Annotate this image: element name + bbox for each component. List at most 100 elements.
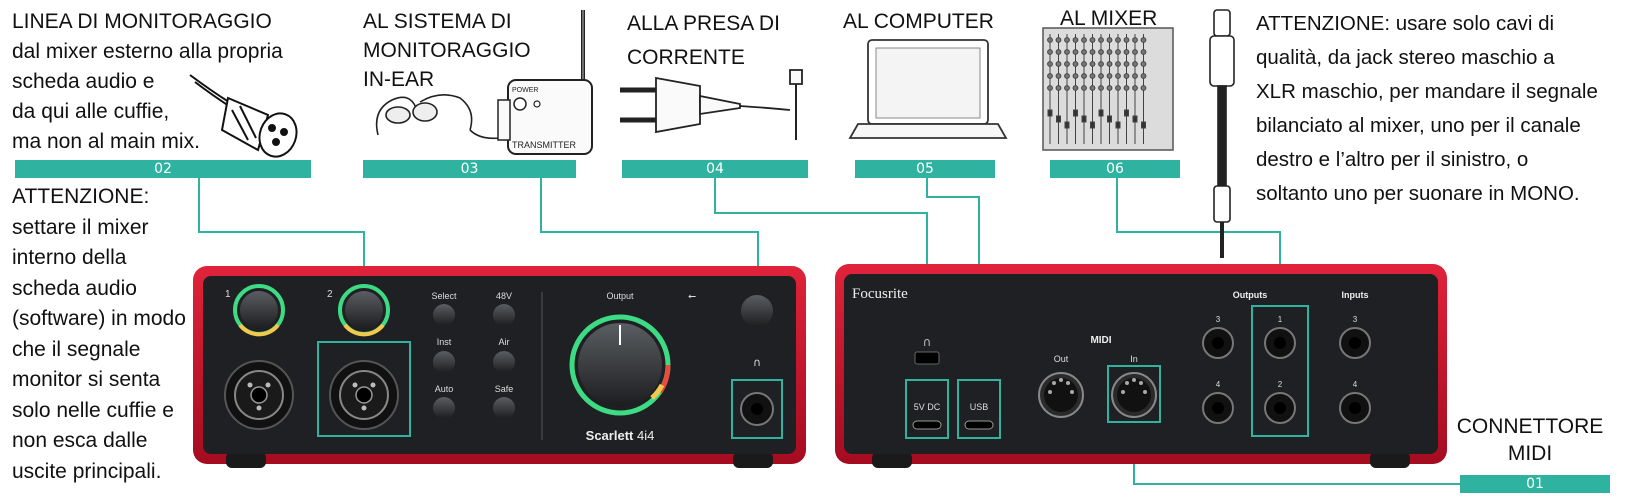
mixer-knob	[1106, 37, 1113, 43]
mixer-knob	[1047, 73, 1053, 79]
input-2-label: 2	[327, 289, 333, 300]
warning-left-line-2: interno della	[12, 246, 127, 269]
warning-left-line-4: (software) in modo	[12, 307, 186, 330]
lock-icon: ∩	[923, 335, 932, 349]
mixer-knob	[1089, 85, 1096, 91]
mixer-knob	[1047, 37, 1053, 43]
warning-right-line-1: ATTENZIONE: usare solo cavi di	[1256, 12, 1555, 35]
badge-04: 04	[622, 160, 808, 178]
headphone-jack[interactable]	[740, 392, 774, 426]
midi-out-label: Out	[1054, 354, 1069, 364]
mixer-fader	[1073, 109, 1078, 117]
48v-label: 48V	[496, 291, 512, 301]
mixer-knob	[1072, 37, 1079, 43]
output-knob[interactable]	[578, 323, 662, 407]
callout-02-text: LINEA DI MONITORAGGIO dal mixer esterno …	[12, 7, 332, 157]
mixer-knob	[1072, 49, 1079, 55]
mixer-knob	[1047, 61, 1053, 67]
gain-knob-2[interactable]	[345, 291, 383, 329]
mixer-fader	[1107, 115, 1112, 123]
mixer-knob	[1106, 85, 1113, 91]
callout-05-line-1: AL COMPUTER	[843, 10, 994, 33]
callout-02-line-2: scheda audio e	[12, 70, 155, 93]
headphone-icon: ∩	[753, 356, 761, 369]
mixer-knob	[1055, 37, 1062, 43]
auto-button[interactable]	[433, 397, 455, 419]
safe-button[interactable]	[493, 397, 515, 419]
mixer-knob	[1064, 37, 1070, 43]
inst-button[interactable]	[433, 351, 455, 373]
mixer-knob	[1064, 73, 1070, 79]
mixer-knob	[1140, 85, 1147, 91]
warning-right-line-4: bilanciato al mixer, uno per il canale	[1256, 114, 1581, 137]
mixer-knob	[1072, 61, 1079, 67]
output-label: Output	[606, 291, 634, 301]
inst-label: Inst	[437, 337, 452, 347]
mixer-knob	[1064, 85, 1070, 91]
callout-01-line-1: CONNETTORE	[1456, 415, 1604, 438]
transmitter-label: TRANSMITTER	[512, 140, 576, 150]
select-button[interactable]	[433, 304, 455, 326]
mixer-knob	[1132, 73, 1138, 79]
mixer-knob	[1081, 85, 1087, 91]
mixer-knob	[1132, 37, 1138, 43]
gain-knob-1[interactable]	[240, 291, 278, 329]
callout-03-line-1: AL SISTEMA DI	[363, 10, 512, 33]
mixer-knob	[1132, 49, 1138, 55]
callout-01-text: CONNETTORE MIDI	[1440, 413, 1620, 467]
brand-logo: Focusrite	[852, 286, 908, 302]
callout-01-line-2: MIDI	[1507, 442, 1553, 465]
warning-left-line-5: che il segnale	[12, 337, 141, 361]
auto-label: Auto	[435, 384, 454, 394]
mixer-knob	[1115, 73, 1121, 79]
highlight-outputs-1-2	[1251, 305, 1309, 437]
mixer-knob	[1089, 61, 1096, 67]
warning-right-line-5: destro e l’altro per il sinistro, o	[1256, 148, 1529, 171]
combo-input-2[interactable]	[329, 360, 399, 430]
transmitter-illustration: POWER TRANSMITTER	[497, 10, 593, 155]
mixer-knob	[1081, 37, 1087, 43]
laptop-illustration	[848, 39, 1008, 139]
mixer-knob	[1140, 49, 1147, 55]
mixer-knob	[1047, 85, 1053, 91]
kensington-slot	[914, 351, 940, 365]
mixer-knob	[1064, 49, 1070, 55]
midi-in-port[interactable]	[1111, 372, 1157, 418]
warning-right-line-2: qualità, da jack stereo maschio a	[1256, 46, 1555, 69]
midi-out-port[interactable]	[1038, 372, 1084, 418]
input-jacks[interactable]	[1339, 327, 1371, 424]
mixer-fader	[1090, 121, 1095, 129]
air-button[interactable]	[493, 351, 515, 373]
mixer-knob	[1123, 85, 1130, 91]
warning-left-title: ATTENZIONE:	[12, 185, 150, 208]
output-jacks[interactable]	[1202, 327, 1296, 424]
model-name: Scarlett 4i4	[586, 428, 655, 443]
badge-02: 02	[15, 160, 311, 178]
mixer-knob	[1115, 61, 1121, 67]
mixer-fader	[1141, 121, 1146, 129]
callout-05-text: AL COMPUTER	[843, 7, 1043, 37]
mixer-knob	[1072, 73, 1079, 79]
mixer-knob	[1098, 73, 1104, 79]
mixer-knob	[1055, 61, 1062, 67]
mixer-illustration	[1042, 27, 1174, 151]
highlight-usb-port	[957, 379, 1001, 439]
dc-port[interactable]	[912, 420, 942, 430]
combo-input-1[interactable]	[224, 360, 294, 430]
headphone-volume-knob[interactable]	[741, 295, 773, 327]
48v-button[interactable]	[493, 304, 515, 326]
usb-port[interactable]	[964, 420, 994, 430]
highlight-dc-port	[905, 379, 949, 439]
callout-06-text: AL MIXER	[1060, 4, 1200, 34]
power-plug-illustration	[620, 69, 803, 140]
mixer-knob	[1106, 73, 1113, 79]
output-2-label: 2	[1278, 380, 1283, 389]
warning-left-line-6: monitor si senta	[12, 368, 161, 391]
safe-label: Safe	[495, 384, 514, 394]
callout-06-line-1: AL MIXER	[1060, 7, 1158, 30]
rear-panel: Focusrite ∩ 5V DC USB MIDI Out In Output…	[835, 264, 1447, 468]
warning-right: ATTENZIONE: usare solo cavi di qualità, …	[1256, 7, 1636, 211]
output-3-label: 3	[1216, 315, 1221, 324]
callout-02-title: LINEA DI MONITORAGGIO	[12, 10, 272, 33]
mixer-knob	[1123, 37, 1130, 43]
